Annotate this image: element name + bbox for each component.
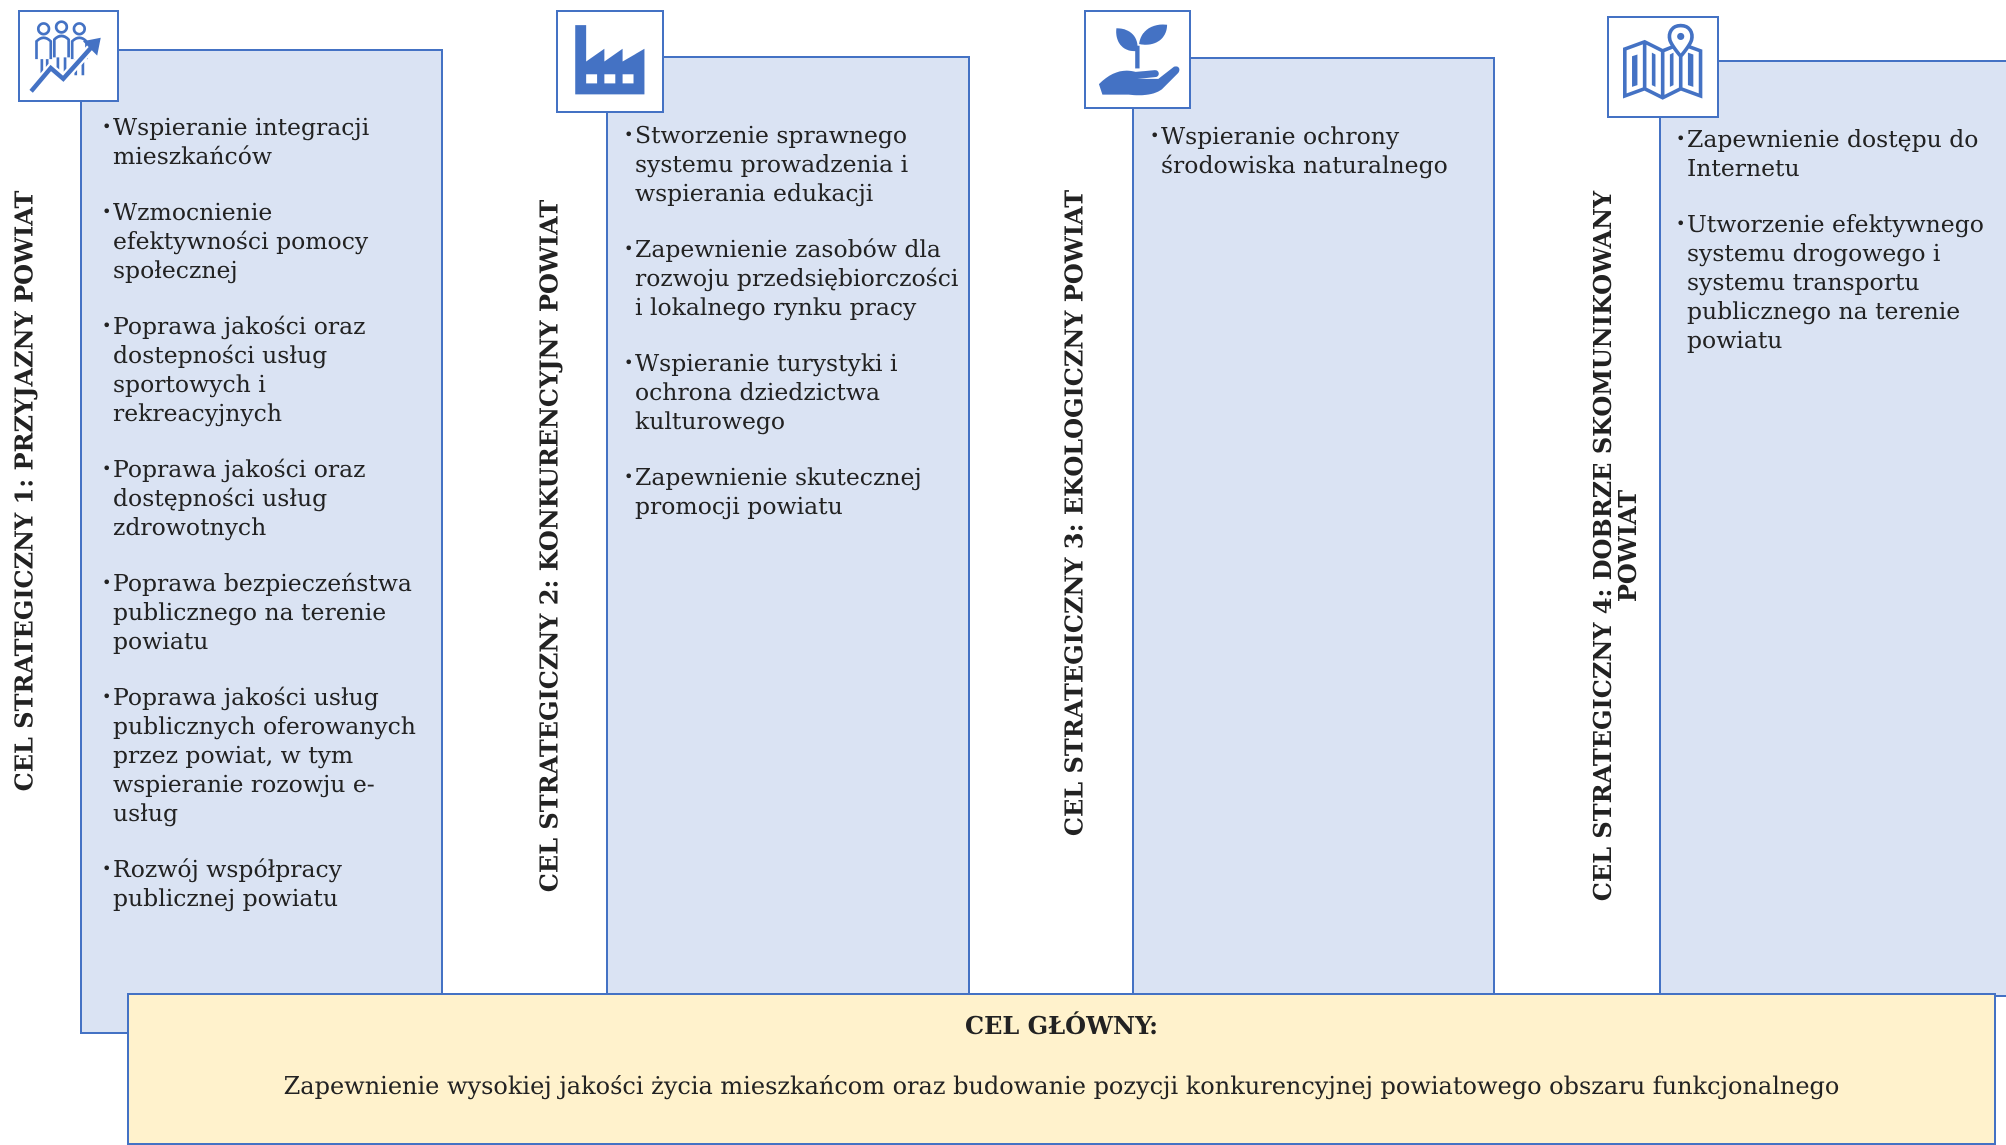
map-pin-icon	[1623, 23, 1703, 100]
goal-2-panel	[606, 56, 970, 996]
list-item: Wspieranie integracji mieszkańców	[100, 112, 430, 171]
main-goal-title: CEL GŁÓWNY:	[965, 1011, 1158, 1040]
list-item: Rozwój współpracy publicznej powiatu	[100, 854, 430, 913]
list-item: Wspieranie turystyki i ochrona dziedzict…	[622, 348, 962, 436]
list-item: Poprawa jakości oraz dostępności usług z…	[100, 454, 430, 542]
list-item: Zapewnienie zasobów dla rozwoju przedsię…	[622, 234, 962, 322]
goal-2-icon-box	[556, 10, 664, 113]
main-goal-box: CEL GŁÓWNY: Zapewnienie wysokiej jakości…	[127, 993, 1996, 1145]
goal-4-items: Zapewnienie dostępu do Internetu Utworze…	[1674, 124, 2004, 382]
list-item: Utworzenie efektywnego systemu drogowego…	[1674, 209, 2004, 355]
list-item: Poprawa jakości usług publicznych oferow…	[100, 682, 430, 828]
people-growth-icon	[27, 19, 101, 94]
main-goal-description: Zapewnienie wysokiej jakości życia miesz…	[283, 1072, 1840, 1100]
goal-1-icon-box	[18, 10, 119, 102]
goal-3-items: Wspieranie ochrony środowiska naturalneg…	[1148, 121, 1488, 207]
list-item: Wzmocnienie efektywności pomocy społeczn…	[100, 197, 430, 285]
list-item: Zapewnienie skutecznej promocji powiatu	[622, 462, 962, 521]
list-item: Zapewnienie dostępu do Internetu	[1674, 124, 2004, 183]
goal-4-icon-box	[1607, 16, 1719, 118]
list-item: Stworzenie sprawnego systemu prowadzenia…	[622, 120, 962, 208]
goal-1-items: Wspieranie integracji mieszkańców Wzmocn…	[100, 112, 430, 940]
plant-in-hand-icon	[1099, 24, 1180, 96]
factory-icon	[575, 25, 645, 95]
list-item: Poprawa jakości oraz dostepności usług s…	[100, 311, 430, 428]
goal-3-icon-box	[1084, 10, 1191, 109]
goal-2-items: Stworzenie sprawnego systemu prowadzenia…	[622, 120, 962, 548]
list-item: Wspieranie ochrony środowiska naturalneg…	[1148, 121, 1488, 180]
list-item: Poprawa bezpieczeństwa publicznego na te…	[100, 568, 430, 656]
